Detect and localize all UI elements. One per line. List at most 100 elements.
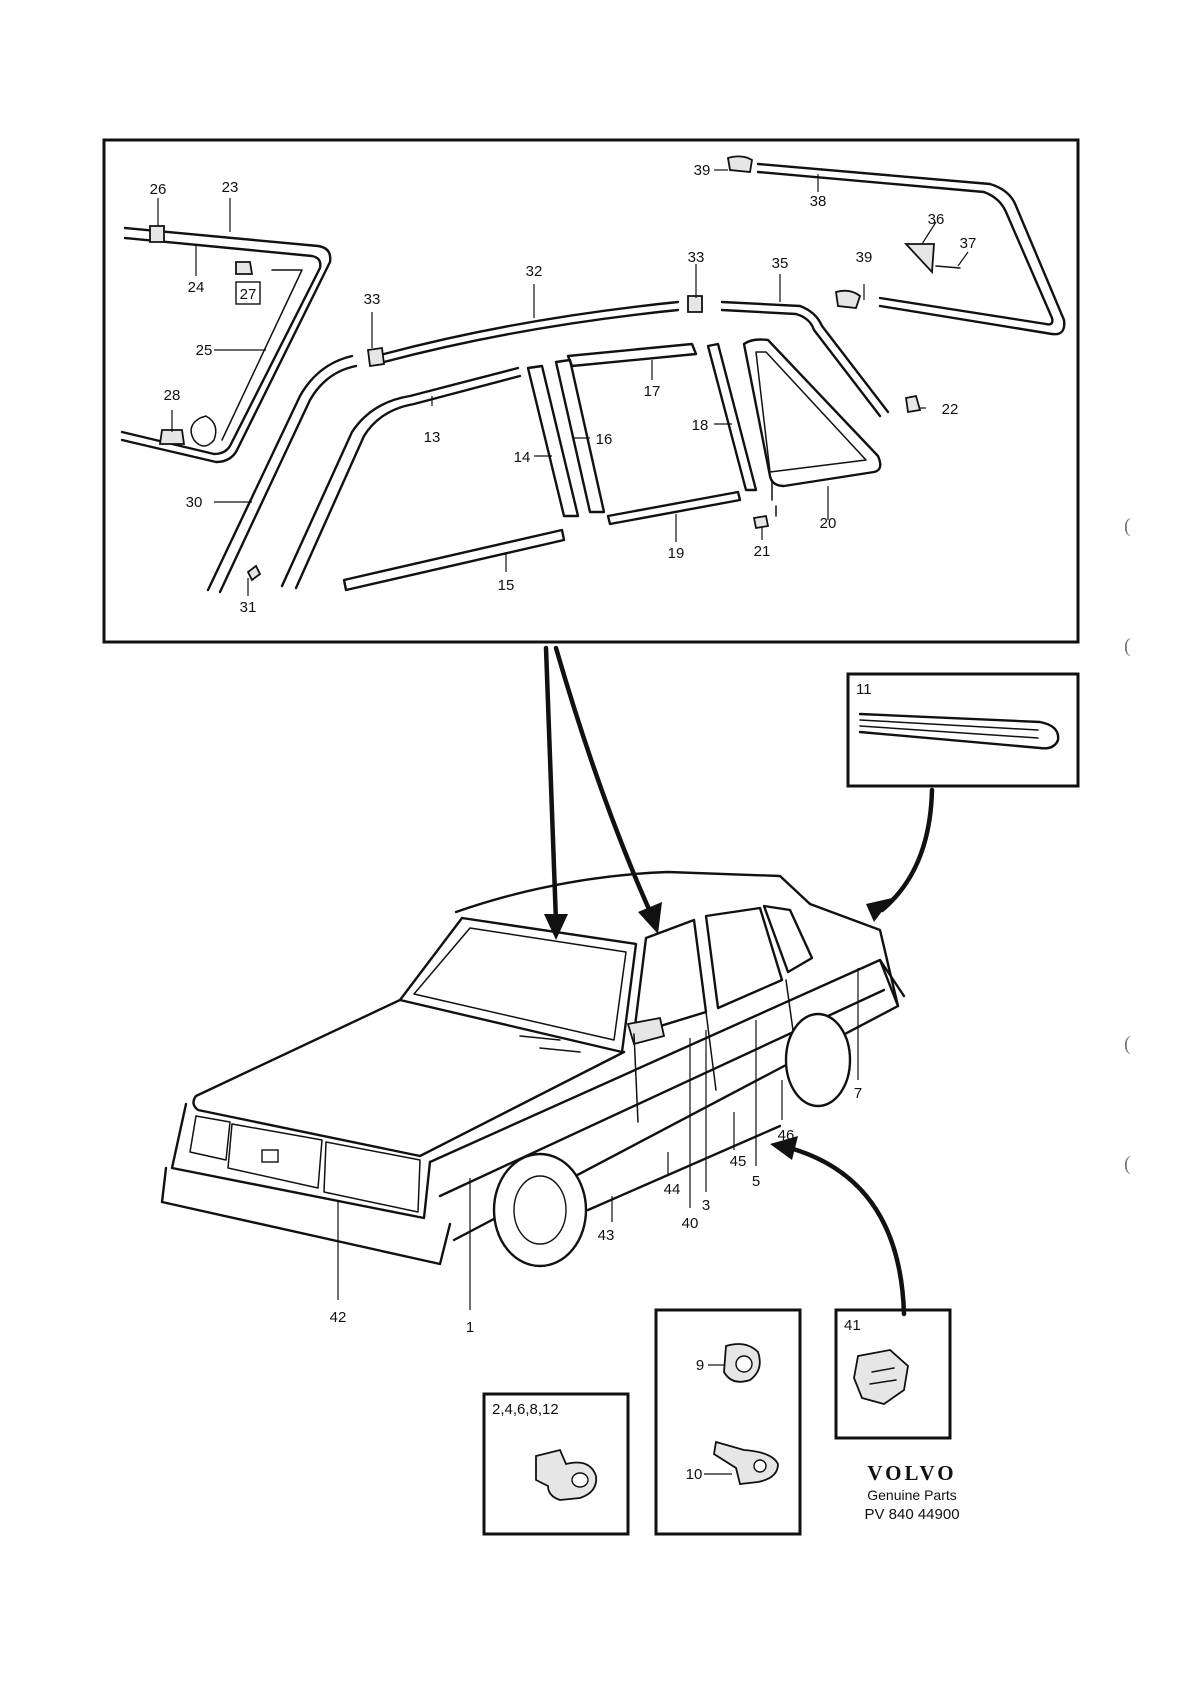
label-42: 42 [330,1309,347,1326]
stud-10 [713,1440,779,1485]
car-front-side-window [632,918,708,1036]
c-pillar-roof-trim [720,300,890,414]
inset-41-frame [834,1308,952,1440]
roof-trim-end-cap-rear [687,295,703,313]
b-pillar-trim-rear [554,358,606,514]
label-43: 43 [598,1227,615,1244]
label-19: 19 [668,545,685,562]
rear-window-trim-end-cap-upper [726,155,753,173]
label-26: 26 [150,181,167,198]
rear-door-belt-trim [606,490,742,526]
car-badge [261,1149,279,1163]
rear-window-trim-end-cap-lower [834,289,862,309]
label-15: 15 [498,577,515,594]
detail-frame [102,138,1080,644]
label-33-rear: 33 [688,249,705,266]
inset-11-moulding-lines [859,719,1039,739]
label-27-box [235,281,261,305]
front-door-frame-trim-inner [294,374,522,590]
label-23: 23 [222,179,239,196]
label-3: 3 [702,1197,710,1214]
label-36: 36 [928,211,945,228]
label-37: 37 [960,235,977,252]
label-38: 38 [810,193,827,210]
roof-trim-end-cap-front [366,346,386,368]
windscreen-trim-part [120,225,332,464]
car-headlight-left [189,1115,231,1161]
label-33-front: 33 [364,291,381,308]
car-rear-bumper [878,958,906,998]
car-hood [192,998,626,1158]
label-1: 1 [466,1319,474,1336]
label-28: 28 [164,387,181,404]
retainer-clip-41-detail [869,1367,897,1385]
label-32: 32 [526,263,543,280]
quarter-window-clip [752,514,770,530]
a-pillar-outer-trim [206,354,354,592]
retainer-clip-41 [853,1349,909,1405]
rear-door-pillar-trim [706,342,758,492]
inset-11-frame [846,672,1080,788]
margin-mark: ( [1124,1033,1131,1055]
label-17: 17 [644,383,661,400]
a-pillar-clip [246,564,262,582]
label-44: 44 [664,1181,681,1198]
inset-clip-group: 2,4,6,8,12 [482,1392,630,1536]
car-rear-wheel [784,1012,852,1108]
label-30: 30 [186,494,203,511]
label-31: 31 [240,599,257,616]
car-front-face [170,1102,432,1220]
label-39-lower: 39 [856,249,873,266]
car-sill-trim [586,1124,782,1212]
label-5: 5 [752,1173,760,1190]
car-hood-vents [519,1035,581,1053]
label-21: 21 [754,543,771,560]
publication-code: PV 840 44900 [864,1506,959,1523]
rear-window-bracket [903,243,935,275]
a-pillar-outer-trim-edge [218,364,358,594]
label-35: 35 [772,255,789,272]
quarter-window-clip-line [771,479,777,517]
front-door-belt-trim [342,528,566,592]
inset-fastener-frame [654,1308,802,1536]
car-rear-side-window [704,906,784,1010]
inset-clip-frame [482,1392,630,1536]
car-front-bumper [160,1166,452,1266]
label-45: 45 [730,1153,747,1170]
roof-trim [382,300,680,356]
label-14: 14 [514,449,531,466]
clip-nut-9-hole [735,1355,753,1373]
car-windscreen-inner [413,927,627,1041]
car-rear [808,902,900,1008]
label-9: 9 [696,1357,704,1374]
plastic-clip-hole [571,1472,589,1488]
car-door-lines [633,979,797,1123]
b-pillar-trim-front [526,364,580,518]
label-22: 22 [942,401,959,418]
rear-door-upper-trim [566,342,698,368]
car-illustration [160,870,906,1268]
inset-part-11: 11 [846,672,1080,788]
inset-part-41: 41 [834,1308,952,1440]
inset-11-moulding [858,712,1060,750]
car-mirror [626,1016,666,1046]
stud-10-hole [753,1459,767,1473]
car-side-body [428,958,900,1242]
label-18: 18 [692,417,709,434]
margin-mark: ( [1124,1153,1131,1175]
label-40: 40 [682,1215,699,1232]
rear-window-trim [756,162,1066,336]
reference-arrows [543,645,935,1317]
quarter-window-frame [742,338,882,488]
car-leader-lines [337,968,859,1310]
label-27: 27 [240,286,257,303]
car-grille [227,1123,323,1189]
label-2-4-6-8-12: 2,4,6,8,12 [492,1401,559,1418]
label-16: 16 [596,431,613,448]
label-13: 13 [424,429,441,446]
volvo-genuine-parts-block: VOLVO Genuine Parts PV 840 44900 [864,1461,959,1523]
plastic-clip [535,1448,598,1501]
rear-window-trim-edge [756,170,1054,326]
window-trim-detail-panel: 26 23 24 27 25 28 30 31 33 32 33 13 14 1… [102,138,1080,644]
